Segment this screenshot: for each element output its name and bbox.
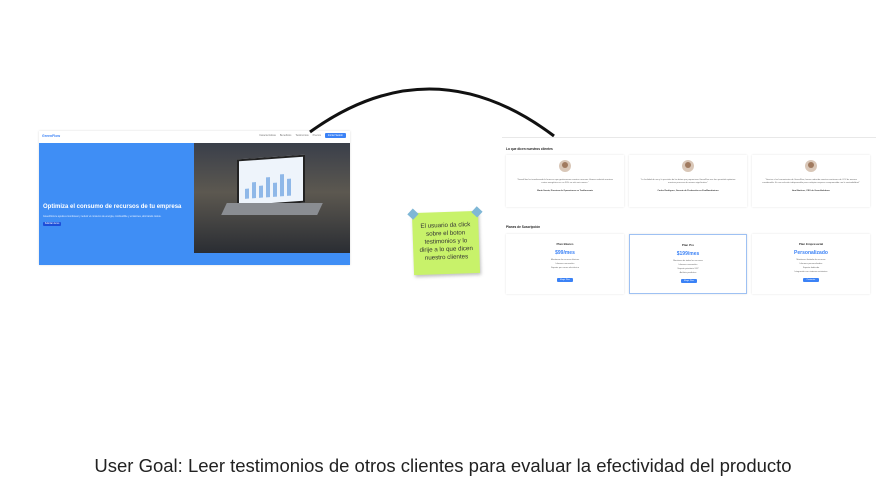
testimonial-card: "Gracias a las herramientas de GreenFlow…: [752, 155, 870, 207]
nav-link-beneficios[interactable]: Beneficios: [279, 134, 292, 137]
contact-button[interactable]: Contactar: [803, 278, 819, 282]
testimonial-card: "GreenFlow ha transformado la forma en q…: [506, 155, 624, 207]
user-goal-caption: User Goal: Leer testimonios de otros cli…: [94, 455, 792, 476]
testimonial-card: "La facilidad de uso y la precisión de l…: [629, 155, 747, 207]
testimonial-quote: "La facilidad de uso y la precisión de l…: [640, 179, 736, 184]
plan-feature: Monitoreo de todos los recursos: [673, 260, 703, 262]
hero-laptop-image: [194, 143, 350, 253]
sticky-note: El usuario da click sobre el boton testi…: [407, 206, 483, 276]
plans-section-title: Planes de Suscripción: [506, 225, 541, 229]
plan-feature: Informes personalizados: [799, 263, 823, 265]
nav-link-precios[interactable]: Precios: [312, 134, 321, 137]
plan-card-basic: Plan Básico $99/mes Monitoreo de recurso…: [506, 234, 624, 294]
avatar: [682, 160, 694, 172]
plan-feature: Soporte dedicado: [802, 267, 820, 269]
plan-name: Plan Pro: [681, 243, 695, 247]
choose-plan-button[interactable]: Elegir Plan: [681, 279, 697, 283]
testimonial-author: Carlos Rodríguez, Gerente de Producción …: [657, 190, 719, 192]
laptop-keyboard: [221, 203, 323, 215]
hero-subtitle: GreenFlow te ayuda a monitorear y reduci…: [43, 215, 162, 218]
plan-card-enterprise: Plan Empresarial Personalizado Monitoreo…: [752, 234, 870, 294]
plan-feature: Informes semanales: [678, 264, 698, 266]
laptop-dashboard-screen: [237, 154, 305, 208]
plan-feature: Análisis predictivo: [679, 272, 697, 274]
hero-demo-button[interactable]: Solicitar demo: [43, 222, 61, 226]
hero-title: Optimiza el consumo de recursos de tu em…: [43, 204, 182, 210]
transition-arrow-arc: [309, 87, 555, 138]
nav-login-button[interactable]: Iniciar Sesión: [324, 133, 346, 138]
testimonial-author: Ana Martínez, CEO de GreenSolutions: [792, 190, 830, 192]
nav-link-caracteristicas[interactable]: Características: [259, 134, 276, 137]
testimonials-section-title: Lo que dicen nuestros clientes: [506, 147, 553, 151]
plan-price: $199/mes: [676, 251, 700, 257]
sticky-note-text: El usuario da click sobre el boton testi…: [419, 221, 473, 262]
plan-price: Personalizado: [794, 250, 828, 256]
plan-feature: Informes mensuales: [555, 263, 575, 265]
plan-feature: Monitoreo ilimitado de recursos: [796, 259, 826, 261]
landing-navbar: GreenFlow Características Beneficios Tes…: [39, 131, 350, 143]
plan-name: Plan Empresarial: [798, 242, 824, 246]
testimonial-quote: "GreenFlow ha transformado la forma en q…: [517, 179, 613, 184]
plan-price: $99/mes: [555, 250, 575, 256]
landing-logo: GreenFlow: [42, 134, 61, 138]
plan-name: Plan Básico: [556, 242, 574, 246]
avatar: [805, 160, 817, 172]
choose-plan-button[interactable]: Elegir Plan: [557, 278, 573, 282]
landing-nav-links: Características Beneficios Testimonios P…: [259, 133, 346, 138]
landing-page-screenshot: GreenFlow Características Beneficios Tes…: [39, 131, 350, 265]
hero-section: Optimiza el consumo de recursos de tu em…: [39, 143, 350, 265]
plan-feature: Monitoreo de recursos básicos: [550, 259, 580, 261]
pin-icon: [471, 206, 483, 218]
plan-feature: Soporte por correo electrónico: [551, 267, 579, 269]
nav-link-testimonios[interactable]: Testimonios: [295, 134, 309, 137]
plan-feature: Soporte prioritario 24/7: [677, 268, 699, 270]
plan-feature: Integración con sistemas existentes: [794, 271, 828, 273]
testimonials-page-screenshot: Lo que dicen nuestros clientes "GreenFlo…: [502, 137, 876, 315]
avatar: [559, 160, 571, 172]
pin-icon: [407, 208, 419, 220]
testimonial-author: María García, Directora de Operaciones e…: [537, 190, 593, 192]
plan-card-pro: Plan Pro $199/mes Monitoreo de todos los…: [629, 234, 747, 294]
testimonial-quote: "Gracias a las herramientas de GreenFlow…: [762, 179, 860, 184]
